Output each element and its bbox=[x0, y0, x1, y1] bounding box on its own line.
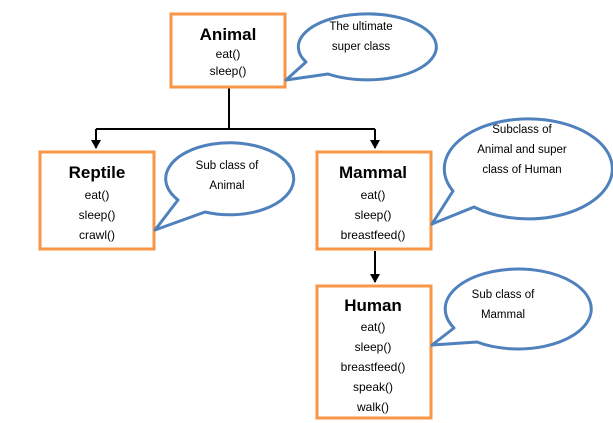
callout-mammal-line-1: Animal and super bbox=[477, 144, 567, 156]
class-title-mammal: Mammal bbox=[339, 163, 407, 182]
callout-reptile-line-1: Animal bbox=[209, 180, 244, 192]
method-mammal-2: breastfeed() bbox=[341, 228, 406, 242]
class-title-reptile: Reptile bbox=[69, 163, 126, 182]
callout-human-line-1: Mammal bbox=[481, 309, 525, 321]
callout-human-line-0: Sub class of bbox=[472, 289, 535, 301]
method-reptile-1: sleep() bbox=[79, 208, 116, 222]
callout-animal-line-0: The ultimate bbox=[329, 21, 392, 33]
class-box-reptile: Reptile eat() sleep() crawl() bbox=[38, 150, 156, 251]
method-reptile-2: crawl() bbox=[79, 228, 115, 242]
class-box-animal: Animal eat() sleep() bbox=[169, 12, 287, 89]
method-animal-1: sleep() bbox=[210, 64, 247, 78]
class-box-human: Human eat() sleep() breastfeed() speak()… bbox=[315, 284, 433, 420]
method-human-2: breastfeed() bbox=[341, 360, 406, 374]
callout-mammal-line-0: Subclass of bbox=[492, 124, 552, 136]
method-reptile-0: eat() bbox=[85, 188, 110, 202]
method-human-0: eat() bbox=[361, 320, 386, 334]
class-title-human: Human bbox=[344, 296, 402, 315]
callout-mammal-line-2: class of Human bbox=[482, 164, 561, 176]
method-mammal-0: eat() bbox=[361, 188, 386, 202]
callout-reptile: Sub class of Animal bbox=[153, 141, 296, 232]
class-box-animal-frame bbox=[169, 12, 287, 89]
callout-reptile-shape bbox=[153, 141, 296, 232]
callout-animal: The ultimate super class bbox=[284, 12, 438, 82]
method-animal-0: eat() bbox=[216, 47, 241, 61]
callout-reptile-line-0: Sub class of bbox=[196, 160, 259, 172]
method-human-1: sleep() bbox=[355, 340, 392, 354]
class-box-reptile-frame bbox=[38, 150, 156, 251]
class-title-animal: Animal bbox=[200, 25, 257, 44]
method-mammal-1: sleep() bbox=[355, 208, 392, 222]
callout-human-shape bbox=[430, 267, 593, 351]
class-box-mammal-frame bbox=[315, 150, 433, 251]
callout-human: Sub class of Mammal bbox=[430, 267, 593, 351]
class-box-mammal: Mammal eat() sleep() breastfeed() bbox=[315, 150, 433, 251]
method-human-4: walk() bbox=[356, 400, 389, 414]
callout-mammal: Subclass of Animal and super class of Hu… bbox=[430, 117, 613, 226]
class-box-human-frame bbox=[315, 284, 433, 420]
callout-mammal-shape bbox=[430, 117, 613, 226]
method-human-3: speak() bbox=[353, 380, 393, 394]
callout-animal-line-1: super class bbox=[332, 41, 390, 53]
connectors bbox=[91, 88, 380, 283]
callout-animal-shape bbox=[284, 12, 438, 82]
